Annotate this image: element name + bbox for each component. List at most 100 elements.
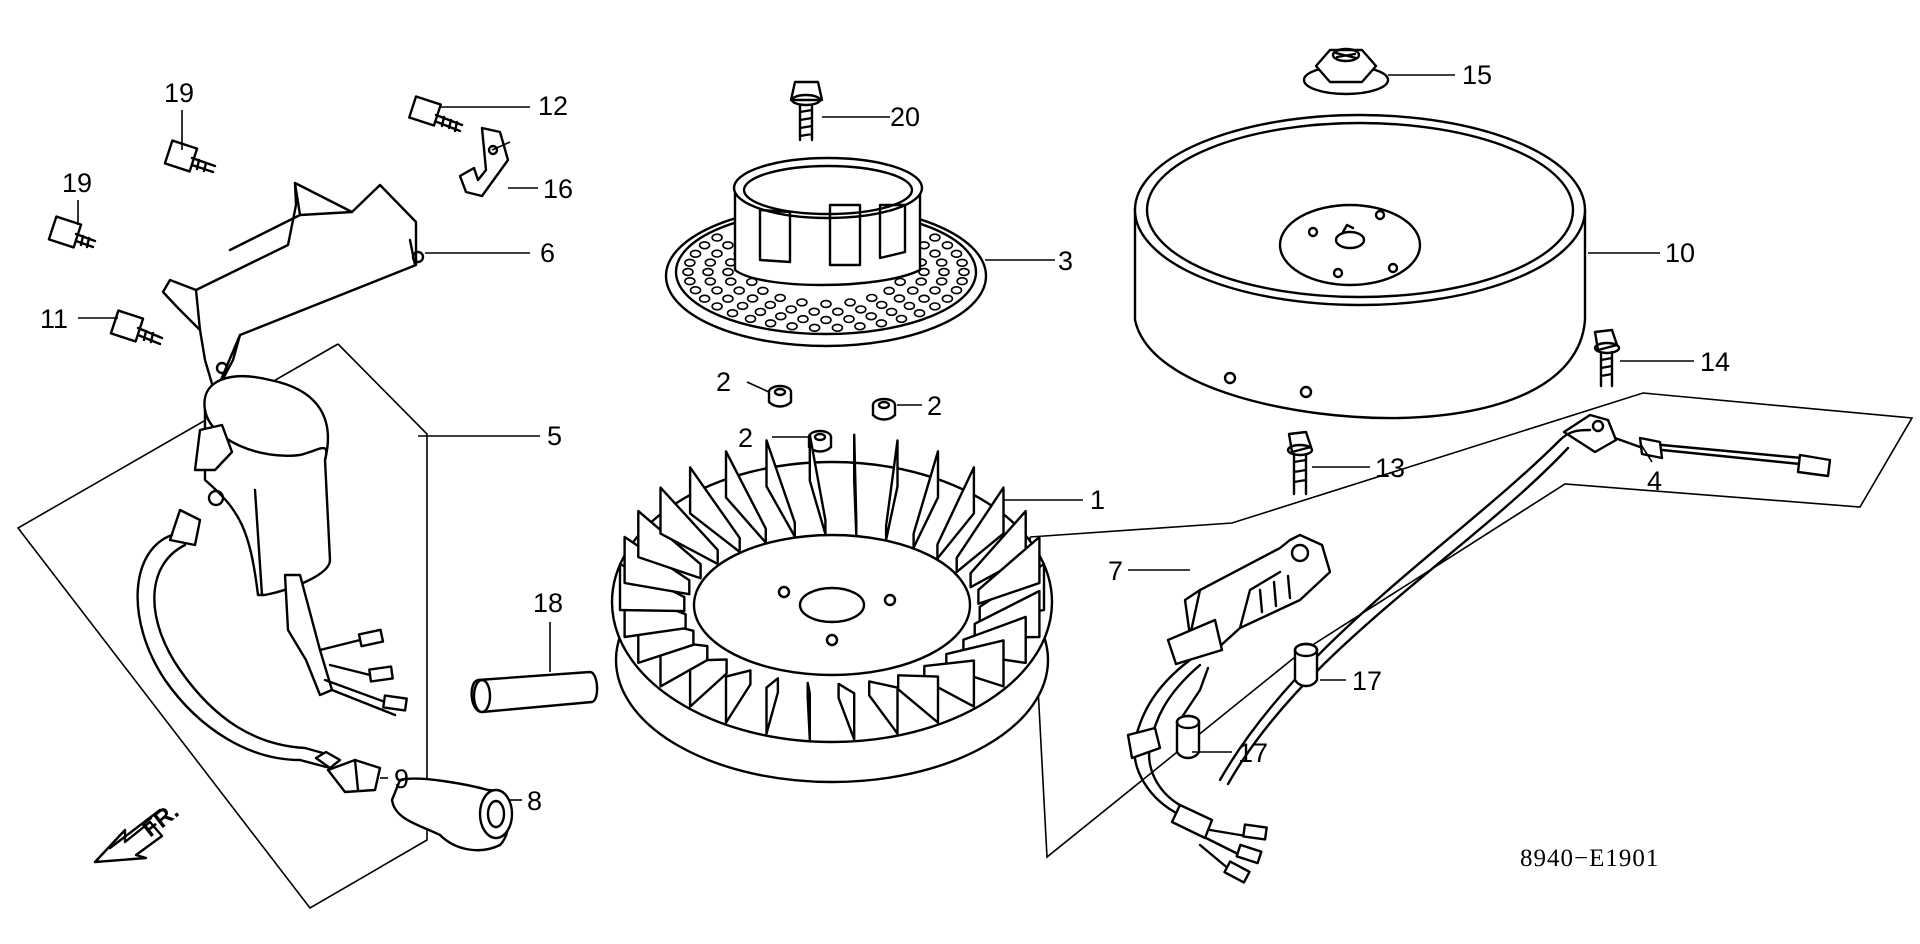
perforation-hole bbox=[843, 314, 855, 324]
callout-2-lower: 2 bbox=[738, 423, 753, 453]
perforation-hole bbox=[684, 258, 696, 267]
perforation-hole bbox=[895, 314, 908, 324]
perforation-hole bbox=[746, 294, 759, 303]
fan-blade bbox=[977, 535, 1041, 605]
perforation-hole bbox=[831, 307, 844, 316]
perforation-hole bbox=[684, 277, 696, 286]
perforation-hole bbox=[736, 301, 749, 311]
perforation-hole bbox=[941, 241, 954, 250]
callout-13: 13 bbox=[1375, 453, 1405, 483]
perforation-hole bbox=[929, 286, 941, 295]
fan-blade bbox=[837, 682, 856, 741]
perforation-hole bbox=[724, 277, 737, 286]
fan-blades bbox=[618, 433, 1046, 741]
callout-8: 8 bbox=[527, 786, 542, 816]
bolt-20 bbox=[789, 80, 824, 142]
perforation-hole bbox=[702, 267, 714, 277]
callout-4: 4 bbox=[1647, 466, 1662, 496]
bracket-part bbox=[161, 181, 425, 396]
perforation-hole bbox=[929, 249, 941, 258]
callout-3: 3 bbox=[1058, 246, 1073, 276]
bolt-14 bbox=[1593, 328, 1621, 388]
perforation-hole bbox=[733, 286, 746, 295]
callout-6: 6 bbox=[540, 238, 555, 268]
perforation-hole bbox=[844, 298, 856, 307]
perforation-hole bbox=[935, 277, 948, 286]
perforation-hole bbox=[885, 307, 898, 317]
callout-20: 20 bbox=[890, 102, 920, 132]
perforation-hole bbox=[938, 267, 950, 277]
perforation-hole bbox=[854, 305, 867, 314]
callout-16: 16 bbox=[543, 174, 573, 204]
ignition-coil-part bbox=[136, 375, 408, 770]
perforation-hole bbox=[698, 241, 711, 250]
perforation-hole bbox=[774, 312, 787, 321]
perforation-hole bbox=[689, 249, 702, 259]
starter-cup-part bbox=[664, 156, 988, 348]
fan-blade bbox=[853, 433, 858, 537]
flange-nut-part bbox=[1302, 47, 1390, 96]
callout-17-lower: 17 bbox=[1238, 738, 1268, 768]
perforation-hole bbox=[711, 302, 723, 311]
perforation-hole bbox=[711, 233, 723, 242]
perforation-hole bbox=[797, 314, 809, 324]
callout-7: 7 bbox=[1108, 556, 1123, 586]
callout-2-upper-left: 2 bbox=[716, 367, 731, 397]
callout-2-right: 2 bbox=[927, 391, 942, 421]
fan-blade bbox=[637, 509, 702, 580]
bolt-13 bbox=[1286, 430, 1314, 496]
perforation-hole bbox=[935, 258, 948, 267]
perforation-hole bbox=[929, 233, 941, 242]
perforation-hole bbox=[796, 298, 808, 307]
fan-blade bbox=[724, 450, 767, 544]
perforation-hole bbox=[918, 267, 930, 277]
fan-blade bbox=[884, 439, 899, 541]
fan-blade bbox=[936, 466, 976, 560]
callout-11: 11 bbox=[40, 304, 68, 334]
fan-blade bbox=[912, 450, 940, 549]
perforation-hole bbox=[893, 294, 906, 303]
callout-19-upper: 19 bbox=[164, 78, 194, 108]
fan-blade bbox=[868, 680, 899, 735]
perforation-hole bbox=[774, 293, 787, 303]
fan-blade bbox=[955, 486, 1005, 574]
perforation-hole bbox=[918, 294, 930, 303]
perforation-hole bbox=[754, 307, 767, 317]
perforation-hole bbox=[808, 307, 821, 316]
callout-9: 9 bbox=[394, 764, 409, 794]
callout-19-lower: 19 bbox=[62, 168, 92, 198]
fan-blade bbox=[659, 486, 719, 566]
perforation-hole bbox=[682, 267, 694, 277]
perforation-hole bbox=[894, 277, 907, 287]
charge-coil-group-outline bbox=[1029, 392, 1914, 859]
perforation-hole bbox=[744, 314, 757, 324]
perforation-hole bbox=[906, 286, 919, 295]
bolt-12 bbox=[408, 95, 464, 133]
collar-2b bbox=[871, 397, 897, 421]
perforation-hole bbox=[808, 323, 821, 332]
ignition-coil-group-outline bbox=[16, 343, 428, 910]
perforation-hole bbox=[689, 286, 702, 295]
callout-15: 15 bbox=[1462, 60, 1492, 90]
ground-cable-part bbox=[1562, 413, 1832, 478]
front-direction-arrow: FR. bbox=[93, 798, 184, 864]
perforation-hole bbox=[941, 294, 954, 303]
callout-10: 10 bbox=[1665, 238, 1695, 268]
perforation-hole bbox=[820, 299, 832, 309]
front-direction-label: FR. bbox=[137, 798, 184, 843]
perforation-hole bbox=[704, 258, 717, 267]
bolt-19-upper bbox=[163, 139, 217, 174]
fan-blade bbox=[765, 677, 780, 735]
clamp-part bbox=[458, 126, 510, 198]
perforation-hole bbox=[698, 294, 711, 303]
fan-blade bbox=[806, 681, 811, 741]
perforation-hole bbox=[764, 300, 777, 310]
perforation-hole bbox=[956, 258, 968, 267]
tube-part bbox=[470, 670, 599, 714]
perforation-hole bbox=[711, 286, 723, 295]
perforation-hole bbox=[956, 277, 968, 286]
perforation-hole bbox=[711, 249, 723, 258]
callout-14: 14 bbox=[1700, 347, 1730, 377]
leader-lines bbox=[77, 74, 1694, 801]
